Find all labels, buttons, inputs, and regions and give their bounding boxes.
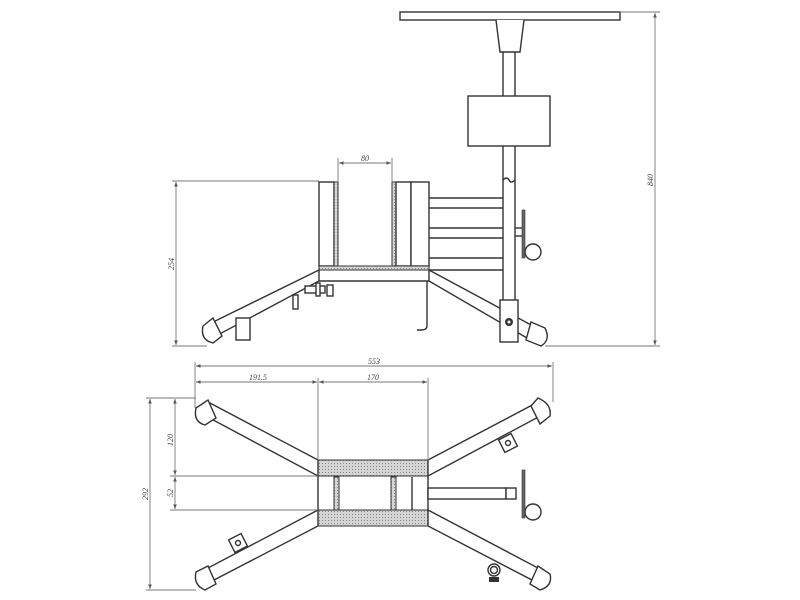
break-mark: [502, 177, 516, 183]
dim-label-191-5: 191.5: [249, 373, 267, 382]
dim-label-553: 553: [368, 357, 380, 366]
eye-bolt: [487, 563, 501, 582]
side-view: 80 254 840: [167, 11, 660, 347]
dimension-overall-width: 553: [194, 357, 554, 408]
top-plate: [399, 11, 621, 53]
counterweight-box: [467, 95, 551, 147]
dim-label-840: 840: [646, 174, 655, 186]
dim-label-80: 80: [361, 154, 369, 163]
post-knob: [515, 209, 542, 261]
dimension-leg-offset: 191.5 170: [196, 373, 429, 460]
top-legs: [194, 397, 552, 591]
dimension-frame-height: 254: [167, 180, 319, 347]
center-frame: [317, 476, 429, 511]
top-view: 553 191.5 170 120 52 292: [141, 357, 554, 591]
horizontal-slats: [429, 197, 503, 271]
dim-label-292: 292: [141, 488, 150, 500]
dimension-total-height: 840: [545, 11, 660, 347]
vertical-post: [502, 52, 516, 305]
dimension-slot-width: 80: [337, 154, 393, 182]
leg-brackets: [227, 432, 519, 554]
extension-arm: [427, 469, 542, 521]
top-cross-bar-lower: [317, 509, 429, 527]
dim-label-170: 170: [367, 373, 379, 382]
top-cross-bar-upper: [317, 459, 429, 477]
dim-label-120: 120: [166, 434, 175, 446]
clamp-screw: [304, 282, 334, 297]
dim-label-254: 254: [167, 258, 176, 270]
u-frame: [318, 181, 430, 271]
dimension-depth: 120 52 292: [141, 397, 318, 591]
dim-label-52: 52: [166, 489, 175, 497]
